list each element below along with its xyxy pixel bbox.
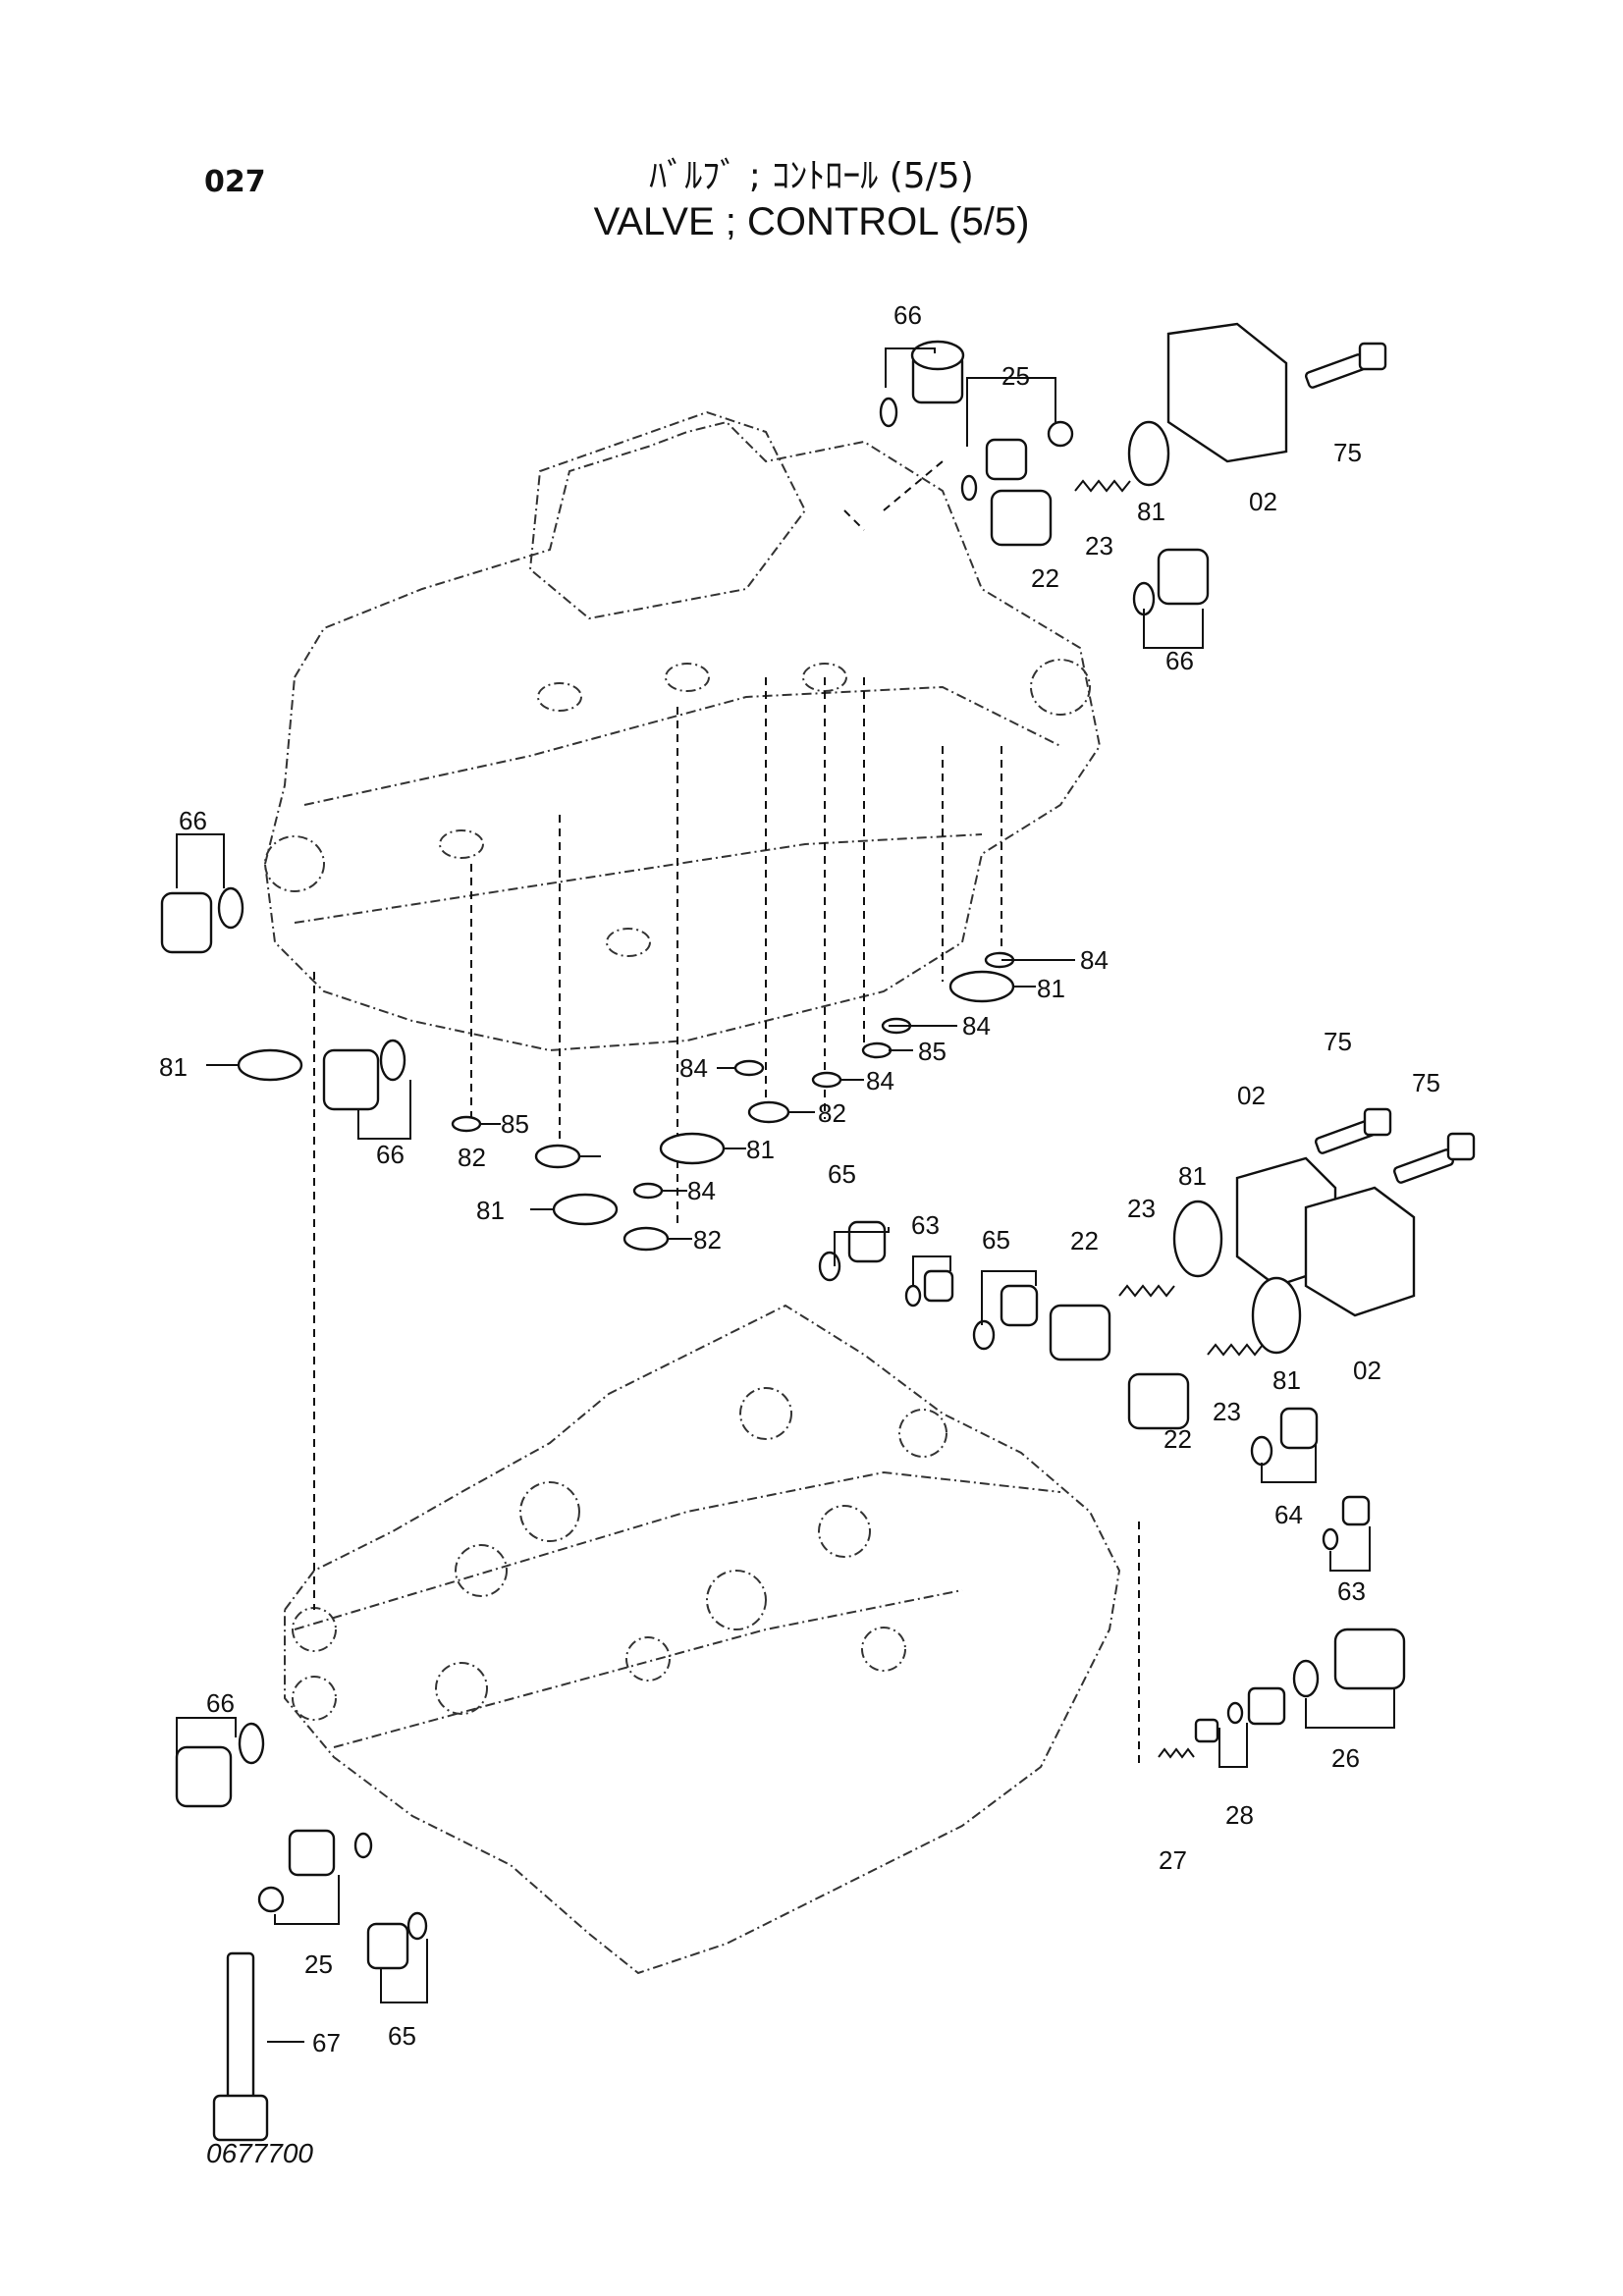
callout-label: 84: [687, 1176, 716, 1205]
callout-label: 66: [179, 806, 207, 835]
lower-valve-body: [284, 1304, 1121, 1975]
callout-label: 65: [828, 1159, 856, 1189]
callout-label: 02: [1249, 487, 1277, 516]
callout-label: 75: [1333, 438, 1362, 467]
callout-label: 25: [1001, 361, 1030, 391]
figure-number: 0677700: [206, 2138, 314, 2168]
callout-label: 81: [159, 1052, 188, 1082]
callout-label: 02: [1353, 1356, 1381, 1385]
callout-label: 84: [1080, 945, 1109, 975]
callout-label: 84: [962, 1011, 991, 1041]
callout-label: 66: [893, 300, 922, 330]
callout-label: 81: [476, 1196, 505, 1225]
callout-label: 82: [818, 1098, 846, 1128]
callout-label: 84: [679, 1053, 708, 1083]
callout-label: 25: [304, 1949, 333, 1979]
callout-label: 84: [866, 1066, 894, 1095]
callout-label: 66: [206, 1688, 235, 1718]
callout-label: 23: [1213, 1397, 1241, 1426]
callout-label: 63: [1337, 1576, 1366, 1606]
components: [160, 322, 1476, 2142]
callout-labels: 66 25 75 02 81 23 22 66 66 84 81 84 85 8…: [159, 300, 1440, 2057]
upper-valve-body: [263, 410, 1102, 1052]
callout-label: 85: [501, 1109, 529, 1139]
callout-label: 23: [1085, 531, 1113, 561]
callout-label: 22: [1163, 1424, 1192, 1454]
callout-label: 81: [746, 1135, 775, 1164]
callout-label: 75: [1324, 1027, 1352, 1056]
title-english: VALVE ; CONTROL (5/5): [593, 200, 1030, 243]
callout-label: 82: [458, 1143, 486, 1172]
callout-label: 22: [1031, 563, 1059, 593]
callout-label: 81: [1037, 974, 1065, 1003]
alignment-lines: [313, 460, 1140, 1767]
o-ring-set: [237, 951, 1015, 1252]
callout-label: 28: [1225, 1800, 1254, 1830]
callout-label: 81: [1137, 497, 1165, 526]
callout-label: 23: [1127, 1194, 1156, 1223]
callout-label: 22: [1070, 1226, 1099, 1255]
callout-label: 81: [1272, 1365, 1301, 1395]
callout-label: 66: [376, 1140, 405, 1169]
leader-lines: [176, 347, 1395, 2043]
callout-label: 26: [1331, 1743, 1360, 1773]
callout-label: 82: [693, 1225, 722, 1255]
callout-label: 81: [1178, 1161, 1207, 1191]
callout-label: 75: [1412, 1068, 1440, 1097]
callout-label: 65: [388, 2021, 416, 2051]
callout-label: 67: [312, 2028, 341, 2057]
callout-label: 64: [1274, 1500, 1303, 1529]
callout-label: 65: [982, 1225, 1010, 1255]
callout-label: 66: [1165, 646, 1194, 675]
callout-label: 02: [1237, 1081, 1266, 1110]
callout-label: 63: [911, 1210, 940, 1240]
callout-label: 27: [1159, 1845, 1187, 1875]
callout-label: 85: [918, 1037, 947, 1066]
page-number: 027: [204, 165, 266, 199]
title-japanese: ﾊﾞﾙﾌﾞ ; ｺﾝﾄﾛｰﾙ (5/5): [649, 156, 974, 196]
